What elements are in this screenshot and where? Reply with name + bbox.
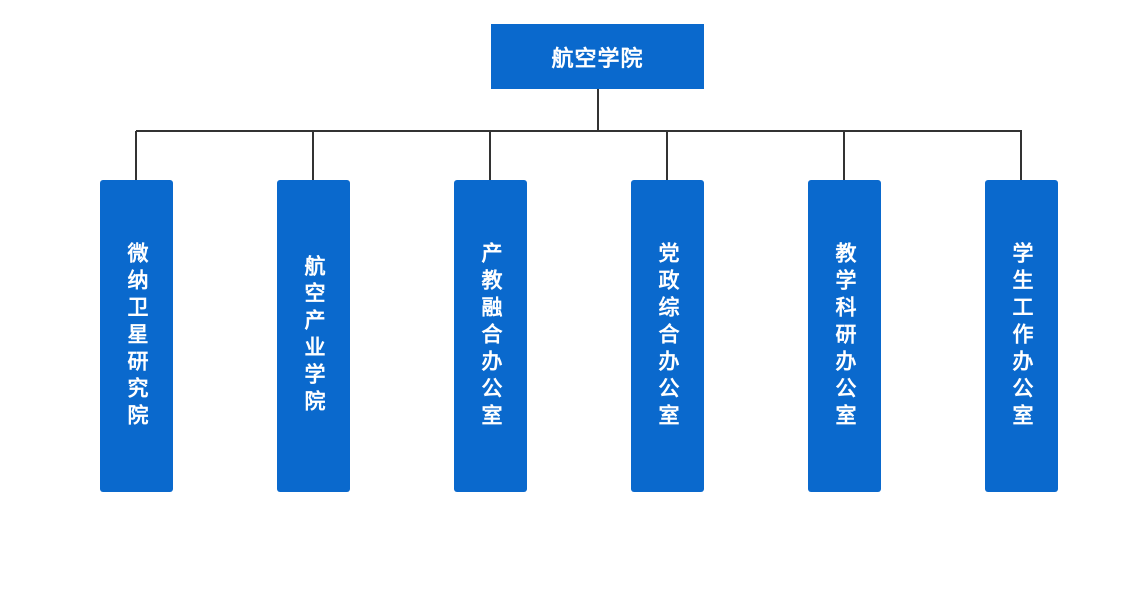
child-node-2-label: 航空产业学院 (302, 255, 326, 417)
root-node-label: 航空学院 (551, 46, 644, 72)
child-node-6: 学生工作办公室 (985, 180, 1058, 492)
child-node-5-label: 教学科研办公室 (833, 241, 857, 431)
child-node-4: 党政综合办公室 (631, 180, 704, 492)
child-node-3: 产教融合办公室 (454, 180, 527, 492)
child-node-2: 航空产业学院 (277, 180, 350, 492)
child-node-4-label: 党政综合办公室 (656, 241, 680, 431)
child-node-3-label: 产教融合办公室 (479, 241, 503, 431)
root-node: 航空学院 (491, 24, 704, 89)
child-node-1-label: 微纳卫星研究院 (125, 241, 149, 431)
child-node-1: 微纳卫星研究院 (100, 180, 173, 492)
child-node-6-label: 学生工作办公室 (1010, 241, 1034, 431)
child-node-5: 教学科研办公室 (808, 180, 881, 492)
